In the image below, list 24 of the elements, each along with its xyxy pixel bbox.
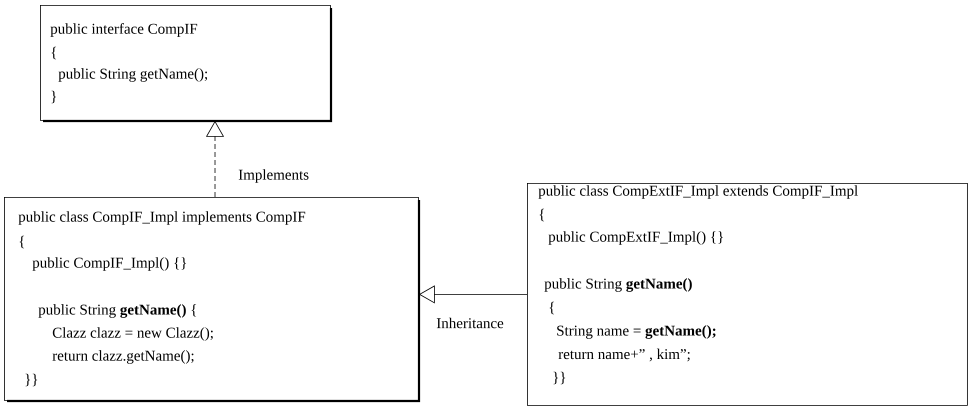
code-line: }}	[554, 372, 566, 384]
code-line: public CompExtIF_Impl() {}	[548, 231, 723, 245]
code-line: public String getName() {	[38, 304, 196, 318]
code-line: public String getName()	[544, 278, 692, 292]
code-line: return name+” , kim”;	[558, 348, 690, 362]
code-line: public class CompExtIF_Impl extends CompIF_Impl	[538, 185, 858, 199]
code-line: public interface CompIF	[50, 23, 198, 37]
code-line: {	[550, 302, 554, 314]
code-line: {	[540, 208, 544, 222]
code-line: public class CompIF_Impl implements CompIF	[18, 211, 306, 225]
code-line: return clazz.getName();	[52, 350, 194, 364]
code-line: String name = getName();	[557, 325, 716, 339]
edge-label: Implements	[237, 168, 310, 184]
code-line: }	[52, 90, 56, 104]
code-line: {	[20, 236, 24, 248]
class-box	[4, 197, 420, 402]
edge-label: Inheritance	[435, 316, 505, 330]
code-line: public String getName();	[58, 68, 208, 82]
code-line: public CompIF_Impl() {}	[32, 257, 186, 271]
class-box	[527, 183, 968, 406]
code-line: }}	[26, 374, 38, 386]
class-box	[40, 5, 332, 122]
code-line: {	[52, 46, 56, 60]
code-line: Clazz clazz = new Clazz();	[52, 327, 213, 341]
